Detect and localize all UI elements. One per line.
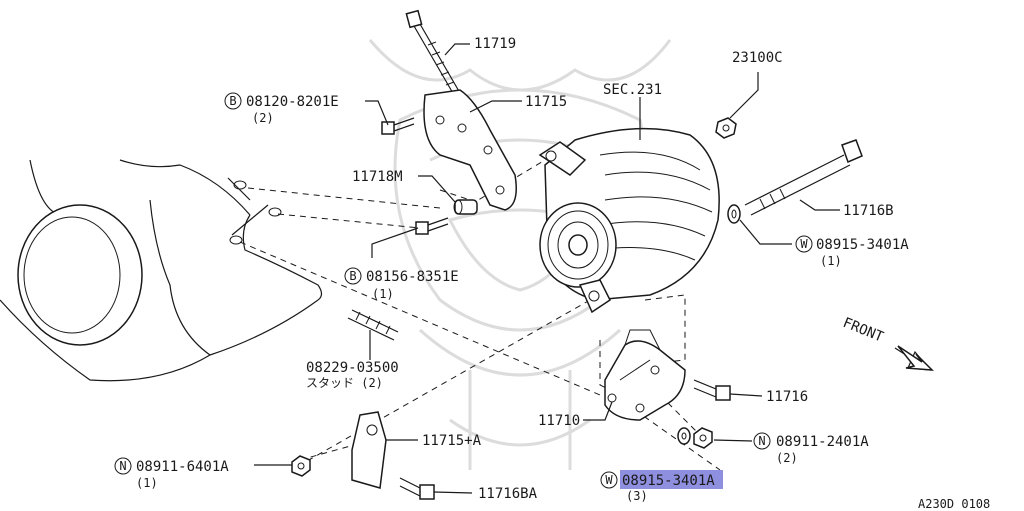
engine-block-outline [0, 159, 323, 382]
label-08915-3401a-upper[interactable]: 08915-3401A [816, 237, 909, 253]
bracket-11715[interactable] [423, 89, 517, 211]
nut-08911-2401a[interactable] [693, 427, 713, 449]
prefix-n-icon: N [753, 432, 771, 450]
bracket-11710[interactable] [604, 329, 686, 421]
label-11719[interactable]: 11719 [474, 36, 516, 52]
nut-23100c[interactable] [715, 117, 737, 139]
front-arrow-icon [894, 345, 934, 371]
spacer-11718m[interactable] [453, 199, 478, 215]
prefix-b-icon: B [344, 267, 362, 285]
bolt-08156-8351e[interactable] [415, 217, 449, 235]
label-front: FRONT [841, 315, 887, 346]
label-08120-qty: (2) [252, 111, 274, 125]
label-11716[interactable]: 11716 [766, 389, 808, 405]
label-08156-8351e[interactable]: 08156-8351E [366, 269, 459, 285]
svg-text:W: W [605, 473, 613, 487]
label-08229-03500[interactable]: 08229-03500 [306, 360, 399, 376]
label-highlight [620, 470, 723, 489]
label-11716b[interactable]: 11716B [843, 203, 894, 219]
svg-text:N: N [758, 434, 765, 448]
bracket-11715a[interactable] [351, 411, 387, 489]
label-08915-lower-qty: (3) [626, 489, 648, 503]
bolt-11716ba[interactable] [399, 477, 435, 500]
alternator-sec231[interactable] [538, 127, 720, 314]
label-08229-sub: スタッド (2) [306, 376, 383, 390]
label-08911-6401a[interactable]: 08911-6401A [136, 459, 229, 475]
prefix-w-icon: W [795, 235, 813, 253]
label-sec231[interactable]: SEC.231 [603, 82, 662, 98]
label-08911-6401a-qty: (1) [136, 476, 158, 490]
washer-08915-3401a-upper[interactable] [727, 204, 741, 224]
label-08911-2401a[interactable]: 08911-2401A [776, 434, 869, 450]
svg-text:B: B [349, 269, 356, 283]
bolt-11716b[interactable] [744, 139, 863, 216]
bolt-11719[interactable] [405, 9, 461, 96]
label-11718m[interactable]: 11718M [352, 169, 403, 185]
diagram-code: A230D 0108 [918, 497, 990, 511]
nut-08911-6401a[interactable] [291, 455, 311, 477]
label-11710[interactable]: 11710 [538, 413, 580, 429]
bolt-08120-8201e[interactable] [381, 117, 415, 135]
label-08911-2401a-qty: (2) [776, 451, 798, 465]
prefix-b-icon: B [224, 92, 242, 110]
label-11715[interactable]: 11715 [525, 94, 567, 110]
label-08915-3401a-lower[interactable]: 08915-3401A [622, 473, 715, 489]
label-11715a[interactable]: 11715+A [422, 433, 482, 449]
bolt-11716[interactable] [693, 379, 731, 401]
label-23100c[interactable]: 23100C [732, 50, 783, 66]
label-08120-8201e[interactable]: 08120-8201E [246, 94, 339, 110]
prefix-n-icon: N [114, 457, 132, 475]
leader-lines [254, 43, 840, 494]
label-08156-qty: (1) [372, 287, 394, 301]
svg-text:W: W [800, 237, 808, 251]
prefix-w-icon: W [600, 471, 618, 489]
svg-text:N: N [119, 459, 126, 473]
label-11716ba[interactable]: 11716BA [478, 486, 538, 502]
label-08915-upper-qty: (1) [820, 254, 842, 268]
stud-08229-03500[interactable] [347, 309, 399, 341]
svg-text:B: B [229, 94, 236, 108]
washer-08915-3401a-lower[interactable] [677, 427, 691, 445]
assembly-dash-lines [239, 159, 721, 471]
